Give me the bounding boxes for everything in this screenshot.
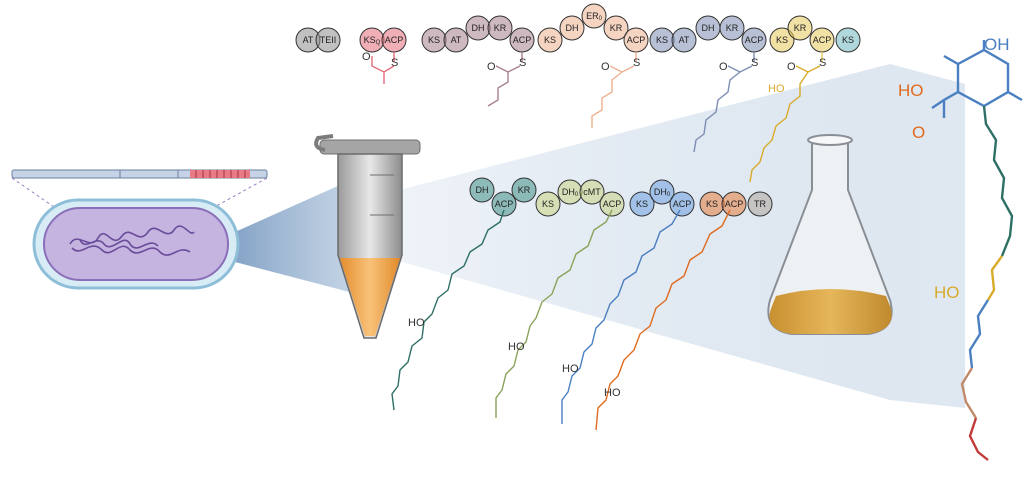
domain-label-kr: KR [726, 23, 739, 33]
domain-circle-dh [649, 179, 675, 205]
domain-circle-dh [559, 15, 585, 41]
domain-label-ks: KS [776, 35, 788, 45]
domain-label-ks: KS [542, 199, 554, 209]
domain-circle-ks [629, 191, 655, 217]
domain-circle-acp [669, 191, 695, 217]
domain-label-at: AT [679, 35, 690, 45]
product-hydroxyl-top: OH [984, 35, 1010, 54]
carbonyl-o-2: O [487, 61, 496, 73]
domain-label-ks: KSQ [364, 35, 381, 46]
domain-circle-acp [721, 191, 747, 217]
domain-label-ks: KS [636, 199, 648, 209]
domain-label-acp: ACP [813, 35, 832, 45]
domain-circle-dh [469, 177, 495, 203]
domain-label-acp: ACP [745, 35, 764, 45]
domain-label-acp: ACP [385, 35, 404, 45]
domain-circle-acp [599, 191, 625, 217]
domain-circle-kr [511, 177, 537, 203]
product-aldehyde-o: O [912, 123, 925, 142]
domain-label-acp: ACP [495, 199, 514, 209]
domain-circle-acp [491, 191, 517, 217]
hydroxyl-mid-2: HO [508, 341, 525, 353]
domain-label-ks: KS [428, 35, 440, 45]
domain-circle-er [581, 3, 607, 29]
domain-circle-cmt [579, 179, 605, 205]
carbonyl-o-3: O [601, 61, 610, 73]
domain-label-dh: DH [476, 185, 489, 195]
hydroxyl-mid-3: HO [562, 363, 579, 375]
microcentrifuge-tube [314, 134, 421, 339]
domain-label-kr: KR [794, 23, 807, 33]
domain-circle-at [671, 27, 697, 53]
domain-label-at: AT [303, 35, 314, 45]
domain-label-kr: KR [494, 23, 507, 33]
domain-label-kr: KR [610, 23, 623, 33]
domain-label-dh: DH [702, 23, 715, 33]
intermediate-chains-top [371, 52, 823, 183]
domain-circle-kr [603, 15, 629, 41]
thioester-s-3: S [633, 57, 640, 69]
domain-circle-teii [315, 27, 341, 53]
domain-label-ks: KS [656, 35, 668, 45]
domain-label-at: AT [451, 35, 462, 45]
erlenmeyer-flask [767, 134, 893, 335]
domain-circle-kr [719, 15, 745, 41]
domain-label-acp: ACP [513, 35, 532, 45]
domain-circle-tr [747, 191, 773, 217]
domain-circle-ks [835, 27, 861, 53]
domain-label-acp: ACP [725, 199, 744, 209]
domain-label-acp: ACP [673, 199, 692, 209]
thioester-s-2: S [519, 57, 526, 69]
domain-label-dh: DH [472, 23, 485, 33]
domain-label-tr: TR [754, 199, 766, 209]
thioester-s-5: S [819, 57, 826, 69]
domain-label-cmt: cMT [583, 187, 601, 197]
cell-inner-body [43, 207, 229, 281]
hydroxyl-mid-4: HO [604, 387, 621, 399]
product-hydroxyl-left: HO [898, 81, 924, 100]
domain-label-ks: KS [842, 35, 854, 45]
light-beam-right [360, 64, 965, 408]
domain-label-kr: KR [518, 185, 531, 195]
carbonyl-o-4: O [719, 61, 728, 73]
carbonyl-o-1: O [362, 51, 371, 63]
bacterial-cell [11, 169, 268, 290]
domain-circle-at [443, 27, 469, 53]
domain-circle-ks [769, 27, 795, 53]
domain-label-ks: KS [706, 199, 718, 209]
domain-circle-kr [787, 15, 813, 41]
dna-coil [69, 225, 195, 256]
intermediate-chains-mid [391, 209, 731, 431]
domain-circle-ks [535, 191, 561, 217]
hydroxyl-mid-1: HO [408, 317, 425, 329]
thioester-s-1: S [391, 57, 398, 69]
domain-circle-kr [487, 15, 513, 41]
domain-label-acp: ACP [627, 35, 646, 45]
domain-label-teii: TEII [320, 35, 337, 45]
gene-markers [190, 170, 250, 178]
domain-label-ks: KS [544, 35, 556, 45]
domain-label-dh: DH0 [562, 187, 579, 198]
domain-label-dh: DH0 [654, 187, 671, 198]
domain-circle-ks [537, 27, 563, 53]
hydroxyl-top: HO [768, 83, 785, 95]
domain-label-dh: DH [566, 23, 579, 33]
carbonyl-o-5: O [787, 61, 796, 73]
product-hydroxyl-chain: HO [934, 283, 960, 302]
final-product-structure [931, 40, 1023, 461]
domain-label-er: ER0 [586, 11, 603, 22]
thioester-s-4: S [751, 57, 758, 69]
domain-label-acp: ACP [603, 199, 622, 209]
